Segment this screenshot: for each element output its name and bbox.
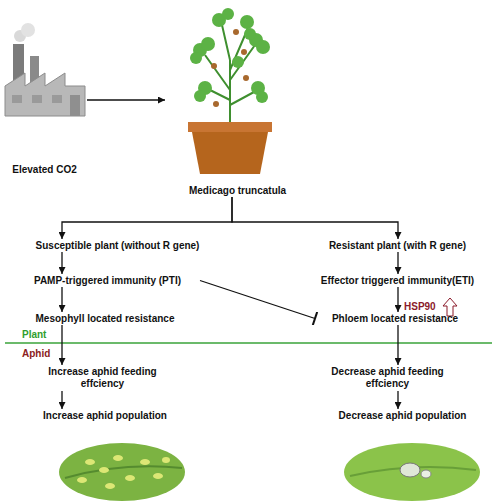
connector-arrow — [397, 391, 398, 409]
aphid — [99, 467, 109, 473]
connector-arrow — [62, 197, 232, 239]
seed-pod — [233, 29, 239, 35]
process-node: Increase aphid population — [15, 409, 195, 422]
leaflet — [194, 90, 206, 102]
process-node: Elevated CO2 — [2, 40, 87, 176]
node-text: Increase aphid feeding effciency — [45, 366, 160, 390]
leaflet — [190, 52, 202, 64]
leaf-photo — [344, 443, 480, 501]
leaflet — [256, 40, 270, 54]
seed-pod — [243, 75, 249, 81]
plant-leaves — [190, 8, 270, 103]
aphid — [153, 473, 163, 479]
process-node: Decrease aphid feeding effciency — [330, 365, 445, 391]
divider-line — [5, 342, 492, 344]
connector-arrow — [200, 281, 315, 319]
leaflet — [201, 37, 215, 51]
aphid — [140, 459, 150, 465]
annotation-label: Plant — [22, 329, 46, 341]
single-aphid — [400, 463, 420, 477]
connector-arrow — [61, 252, 62, 274]
connector-arrow — [397, 325, 398, 365]
leaflet — [244, 28, 256, 40]
connector-arrow — [232, 197, 398, 239]
factory-window — [32, 95, 42, 103]
process-node: Susceptible plant (without R gene) — [10, 239, 225, 252]
connector-arrow — [397, 252, 398, 274]
process-node: Decrease aphid population — [315, 409, 490, 422]
connector-arrow — [61, 287, 62, 312]
aphid — [125, 475, 135, 481]
factory-building — [5, 73, 85, 116]
leaflet — [232, 56, 244, 68]
node-text: Elevated CO2 — [12, 164, 76, 176]
node-text: Decrease aphid feeding effciency — [330, 366, 445, 390]
single-aphid — [421, 470, 431, 478]
aphid — [162, 457, 170, 463]
node-text: Mesophyll located resistance — [36, 313, 175, 325]
annotation-label: HSP90 — [404, 301, 436, 313]
seed-pod — [213, 101, 219, 107]
node-text: Susceptible plant (without R gene) — [36, 240, 200, 252]
process-node: Increase aphid feeding effciency — [45, 365, 160, 391]
factory-window — [52, 95, 62, 103]
aphid-colony — [77, 455, 170, 489]
connector-arrow — [87, 99, 165, 100]
node-text: Decrease aphid population — [339, 410, 467, 422]
aphid — [85, 459, 95, 465]
leaf-photo — [59, 443, 185, 501]
connector-arrow — [397, 287, 398, 312]
process-node: Effector triggered immunity(ETI) — [300, 274, 495, 287]
node-text: Resistant plant (with R gene) — [329, 240, 466, 252]
aphid — [113, 455, 123, 461]
factory-window — [12, 95, 22, 103]
process-node: PAMP-triggered immunity (PTI) — [15, 274, 200, 287]
connector-arrow — [61, 391, 62, 409]
seed-pod — [211, 63, 217, 69]
pot-rim — [188, 122, 272, 132]
flower-pot — [192, 132, 268, 174]
node-text: Phloem located resistance — [332, 313, 458, 325]
connector-arrow — [61, 325, 62, 365]
process-node: Resistant plant (with R gene) — [310, 239, 485, 252]
factory-door — [70, 95, 80, 116]
node-text: Increase aphid population — [43, 410, 167, 422]
seed-pods — [211, 29, 249, 107]
leaf-vein — [65, 466, 182, 478]
annotation-label: Aphid — [22, 348, 50, 360]
node-text: PAMP-triggered immunity (PTI) — [34, 275, 181, 287]
process-node: Phloem located resistance — [315, 312, 475, 325]
aphid — [105, 483, 115, 489]
leaflet — [240, 15, 254, 29]
leaflet — [256, 91, 268, 103]
process-node: Medicago truncatula — [165, 5, 310, 197]
process-node: Mesophyll located resistance — [15, 312, 195, 325]
seed-pod — [241, 49, 247, 55]
node-text: Medicago truncatula — [189, 185, 286, 197]
node-text: Effector triggered immunity(ETI) — [321, 275, 474, 287]
leaflet — [222, 8, 234, 20]
smoke-puff — [21, 23, 35, 37]
aphid — [77, 477, 87, 483]
